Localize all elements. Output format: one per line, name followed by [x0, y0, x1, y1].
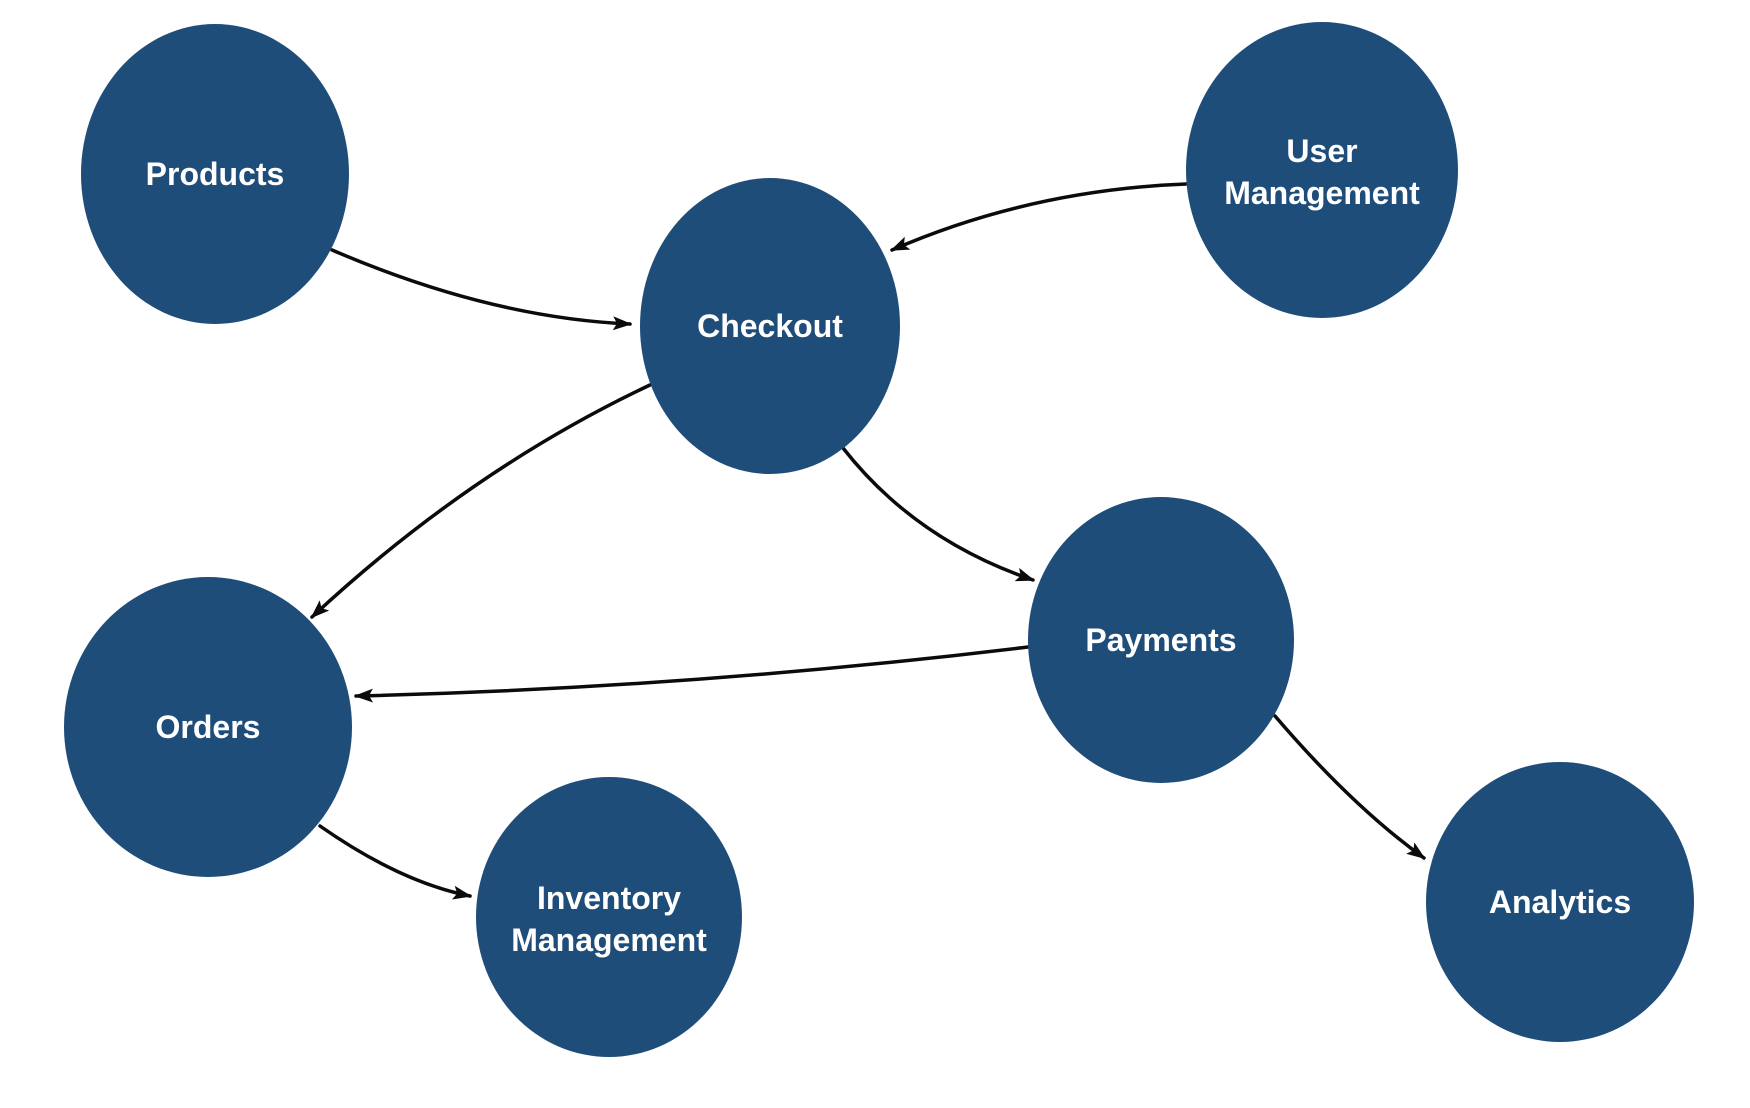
products-label: Products	[146, 156, 285, 192]
edge-checkout-to-payments	[841, 446, 1035, 582]
node-user-management[interactable]: User Management	[1186, 22, 1458, 318]
inventory-management-ellipse	[476, 777, 742, 1057]
edges-layer	[310, 182, 1426, 900]
edge-payments-to-analytics	[1273, 714, 1426, 860]
edge-user-management-to-checkout	[890, 182, 1188, 252]
edge-orders-to-inventory-management	[318, 824, 472, 900]
inventory-management-label-line1: Inventory	[537, 880, 681, 916]
inventory-management-label-line2: Management	[511, 922, 707, 958]
products-ellipse	[81, 24, 349, 324]
edge-products-to-checkout	[330, 248, 632, 331]
node-orders[interactable]: Orders	[64, 577, 352, 877]
node-checkout[interactable]: Checkout	[640, 178, 900, 474]
node-payments[interactable]: Payments	[1028, 497, 1294, 783]
user-management-label-line1: User	[1286, 133, 1357, 169]
payments-label: Payments	[1085, 622, 1236, 658]
node-analytics[interactable]: Analytics	[1426, 762, 1694, 1042]
orders-label: Orders	[156, 709, 261, 745]
edge-checkout-to-orders	[310, 383, 652, 619]
checkout-ellipse	[640, 178, 900, 474]
nodes-layer: Products User Management Checkout Orders…	[64, 22, 1694, 1057]
analytics-label: Analytics	[1489, 884, 1631, 920]
user-management-label-line2: Management	[1224, 175, 1420, 211]
edge-payments-to-orders	[354, 645, 1030, 703]
analytics-ellipse	[1426, 762, 1694, 1042]
orders-ellipse	[64, 577, 352, 877]
payments-ellipse	[1028, 497, 1294, 783]
node-products[interactable]: Products	[81, 24, 349, 324]
node-inventory-management[interactable]: Inventory Management	[476, 777, 742, 1057]
user-management-ellipse	[1186, 22, 1458, 318]
checkout-label: Checkout	[697, 308, 843, 344]
